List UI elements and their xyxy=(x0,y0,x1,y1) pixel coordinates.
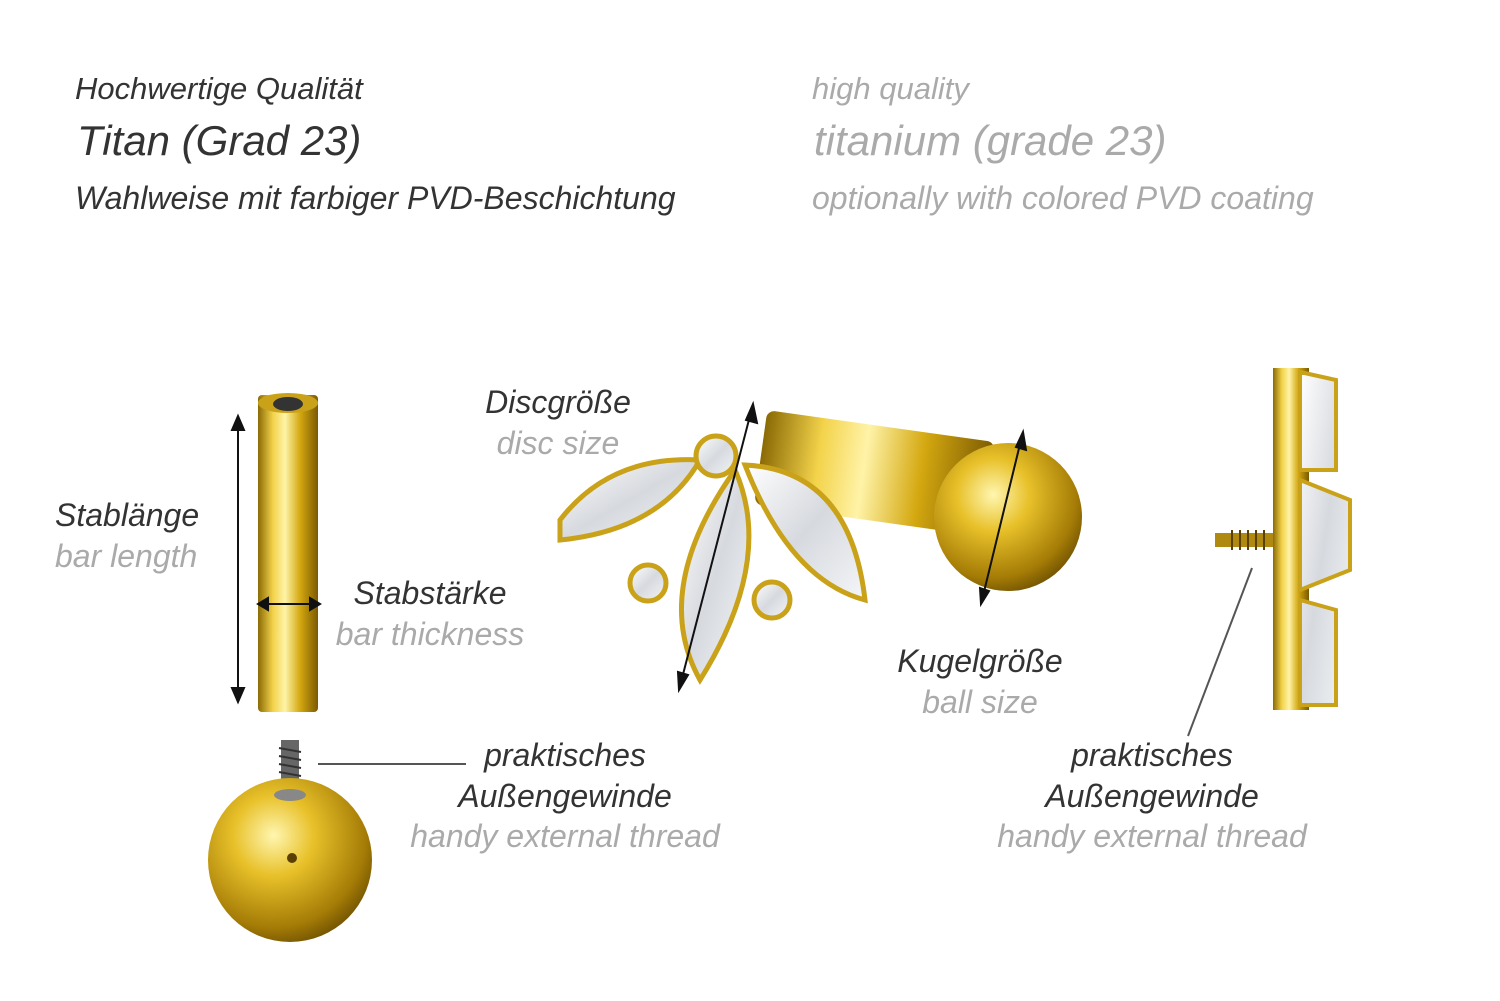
thread-left-label-de2: Außengewinde xyxy=(458,778,672,814)
header-de-line3: Wahlweise mit farbiger PVD-Beschichtung xyxy=(75,180,676,216)
bar-length-label-en: bar length xyxy=(55,538,198,574)
thread-right-label-de1: praktisches xyxy=(1071,737,1233,773)
ball-size-label-de: Kugelgröße xyxy=(897,643,1063,679)
disc-size-label-de: Discgröße xyxy=(485,384,631,420)
header-en-line1: high quality xyxy=(812,71,969,106)
header-de-line2: Titan (Grad 23) xyxy=(77,117,362,164)
header-en-line3: optionally with colored PVD coating xyxy=(812,180,1314,216)
header-en-line2: titanium (grade 23) xyxy=(814,117,1167,164)
threaded-bar xyxy=(258,393,318,712)
ball-size-arrow xyxy=(978,428,1028,608)
disc-side-view xyxy=(1215,368,1352,710)
bar-thickness-arrow xyxy=(256,596,322,612)
bar-length-arrow xyxy=(230,413,246,705)
ball-size-label-en: ball size xyxy=(922,684,1038,720)
bar-thickness-label-en: bar thickness xyxy=(335,616,525,652)
thread-left-label-de1: praktisches xyxy=(484,737,646,773)
assembled-jewel xyxy=(557,411,1082,685)
threaded-ball xyxy=(208,740,372,942)
disc-size-arrow xyxy=(676,400,759,694)
header-de-line1: Hochwertige Qualität xyxy=(75,71,363,106)
bar-length-label-de: Stablänge xyxy=(55,497,200,533)
thread-pointer-line-right xyxy=(1187,567,1253,737)
thread-right-label-de2: Außengewinde xyxy=(1045,778,1259,814)
bar-thickness-label-de: Stabstärke xyxy=(353,575,507,611)
disc-size-label-en: disc size xyxy=(496,425,620,461)
thread-right-label-en: handy external thread xyxy=(997,818,1307,854)
thread-left-label-en: handy external thread xyxy=(410,818,720,854)
